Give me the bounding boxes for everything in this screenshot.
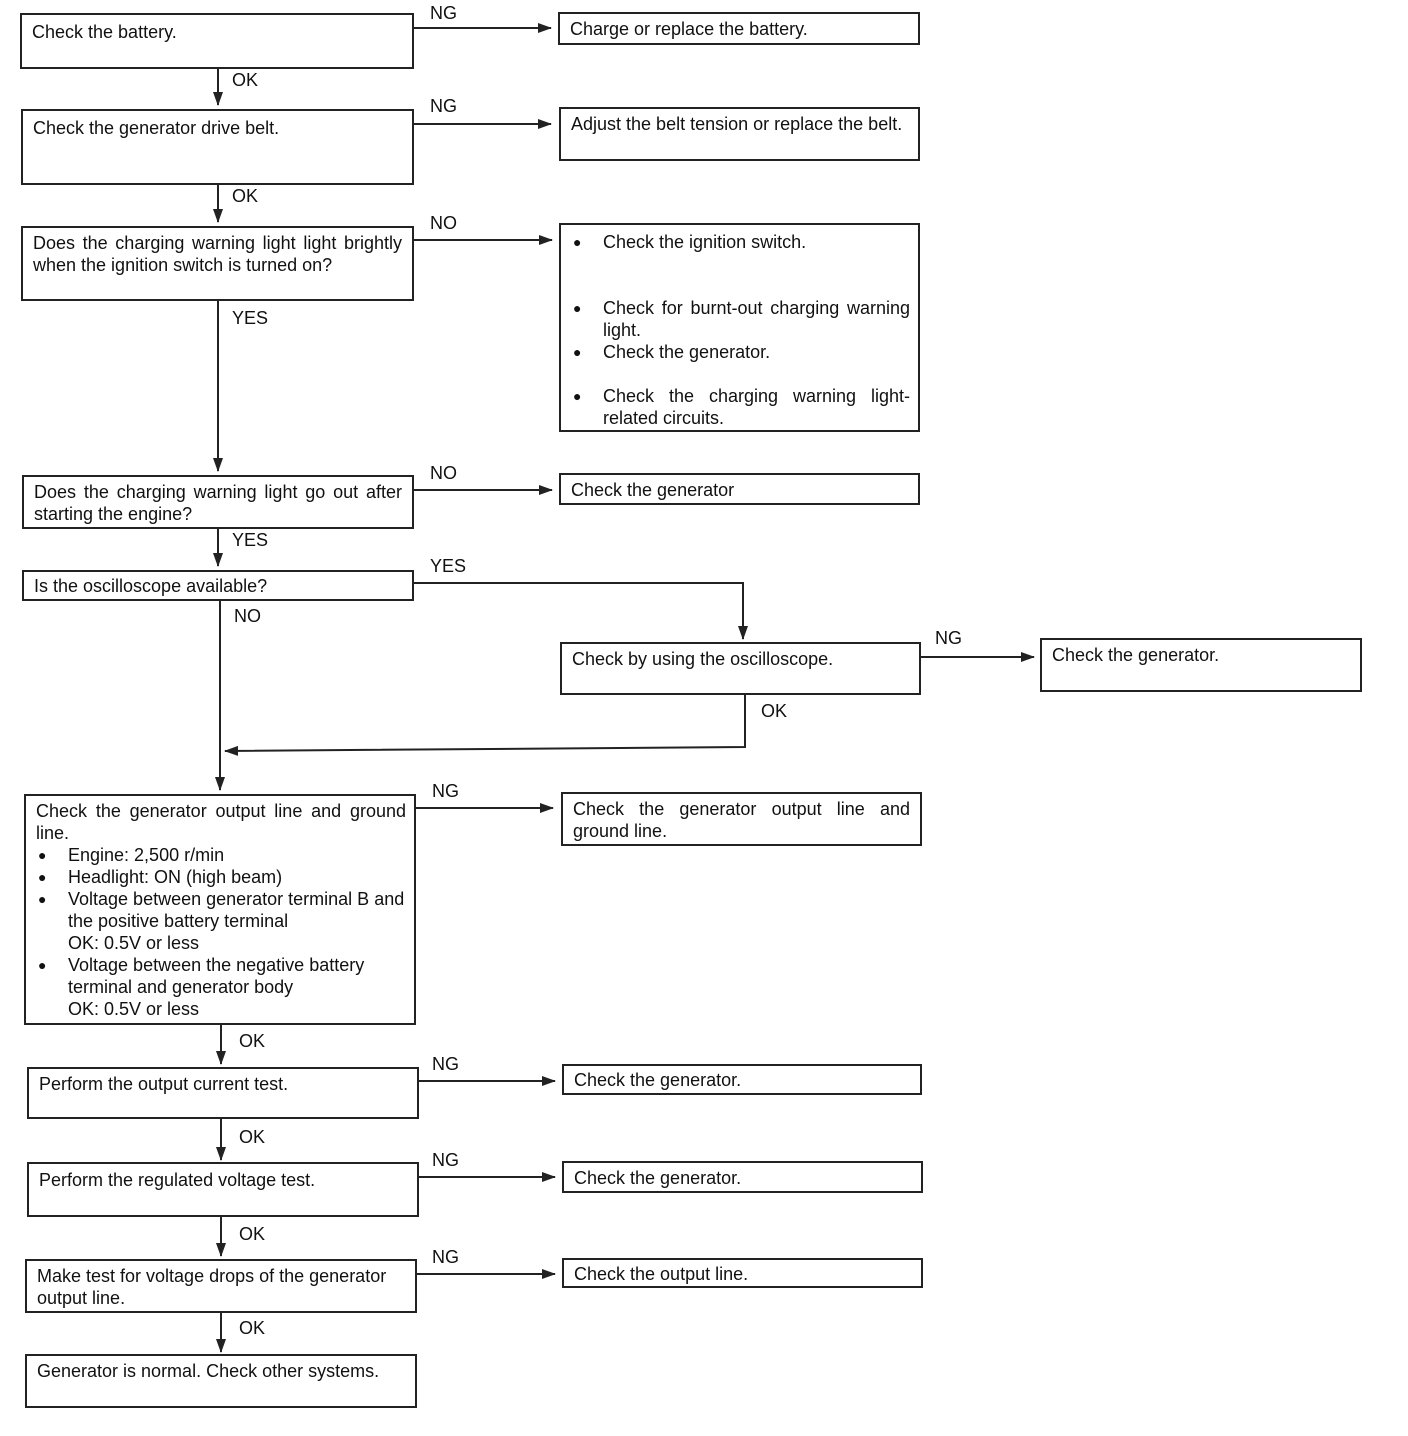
label-ok: OK (239, 1224, 266, 1244)
step-check-drive-belt: Check the generator drive belt. (21, 109, 414, 185)
step-warning-light-after-start: Does the charging warning light go out a… (22, 475, 414, 529)
check-generator: Check the generator. (571, 341, 910, 363)
ok-value-positive: OK: 0.5V or less (68, 933, 200, 953)
step-check-oscilloscope: Check by using the oscilloscope. (560, 642, 921, 695)
result-regulated-voltage-generator: Check the generator. (562, 1161, 923, 1193)
condition-headlight: Headlight: ON (high beam) (36, 866, 406, 888)
condition-voltage-negative: Voltage between the negative battery ter… (36, 954, 406, 1020)
step-check-output-ground-line: Check the generator output line and grou… (24, 794, 416, 1025)
step-warning-light-ignition: Does the charging warning light light br… (21, 226, 414, 301)
label-ng: NG (432, 781, 459, 801)
arrow-s5-yes (414, 582, 748, 640)
label-ng: NG (432, 1150, 459, 1170)
step-6-title: Check the generator output line and grou… (36, 801, 406, 843)
condition-voltage-positive: Voltage between generator terminal B and… (36, 888, 406, 954)
condition-engine-speed: Engine: 2,500 r/min (36, 844, 406, 866)
result-ignition-checks: Check the ignition switch. Check for bur… (559, 223, 920, 432)
label-ng: NG (430, 3, 457, 23)
label-ng: NG (432, 1054, 459, 1074)
label-yes: YES (232, 530, 269, 550)
step-oscilloscope-available: Is the oscilloscope available? (22, 570, 414, 601)
label-ok: OK (239, 1127, 266, 1147)
label-ok: OK (239, 1031, 266, 1051)
result-adjust-belt: Adjust the belt tension or replace the b… (559, 107, 920, 161)
label-ok: OK (239, 1318, 266, 1338)
label-ok: OK (761, 701, 788, 721)
step-regulated-voltage-test: Perform the regulated voltage test. (27, 1162, 419, 1217)
label-no: NO (430, 463, 457, 483)
result-charge-replace-battery: Charge or replace the battery. (558, 12, 920, 45)
result-output-current-generator: Check the generator. (562, 1064, 922, 1095)
check-ignition-switch: Check the ignition switch. (571, 231, 910, 253)
label-no: NO (234, 606, 261, 626)
condition-voltage-negative-text: Voltage between the negative battery ter… (68, 955, 365, 997)
step-generator-normal: Generator is normal. Check other systems… (25, 1354, 417, 1408)
label-yes: YES (232, 308, 269, 328)
label-ok: OK (232, 70, 259, 90)
step-voltage-drop-test: Make test for voltage drops of the gener… (25, 1259, 417, 1313)
result-check-output-line: Check the output line. (562, 1258, 923, 1288)
label-ok: OK (232, 186, 259, 206)
step-check-battery: Check the battery. (20, 13, 414, 69)
label-ng: NG (935, 628, 962, 648)
condition-voltage-positive-text: Voltage between generator terminal B and… (68, 889, 405, 931)
step-output-current-test: Perform the output current test. (27, 1067, 419, 1119)
result-oscilloscope-check-generator: Check the generator. (1040, 638, 1362, 692)
label-ng: NG (432, 1247, 459, 1267)
result-check-generator: Check the generator (559, 473, 920, 505)
label-yes: YES (430, 556, 467, 576)
check-light-circuits: Check the charging warning light-related… (571, 385, 910, 429)
ok-value-negative: OK: 0.5V or less (68, 999, 200, 1019)
label-no: NO (430, 213, 457, 233)
label-ng: NG (430, 96, 457, 116)
result-check-output-ground-line: Check the generator output line and grou… (561, 792, 922, 846)
check-burnt-out-light: Check for burnt-out charging warning lig… (571, 297, 910, 341)
arrow-s5b-ok (224, 694, 746, 756)
